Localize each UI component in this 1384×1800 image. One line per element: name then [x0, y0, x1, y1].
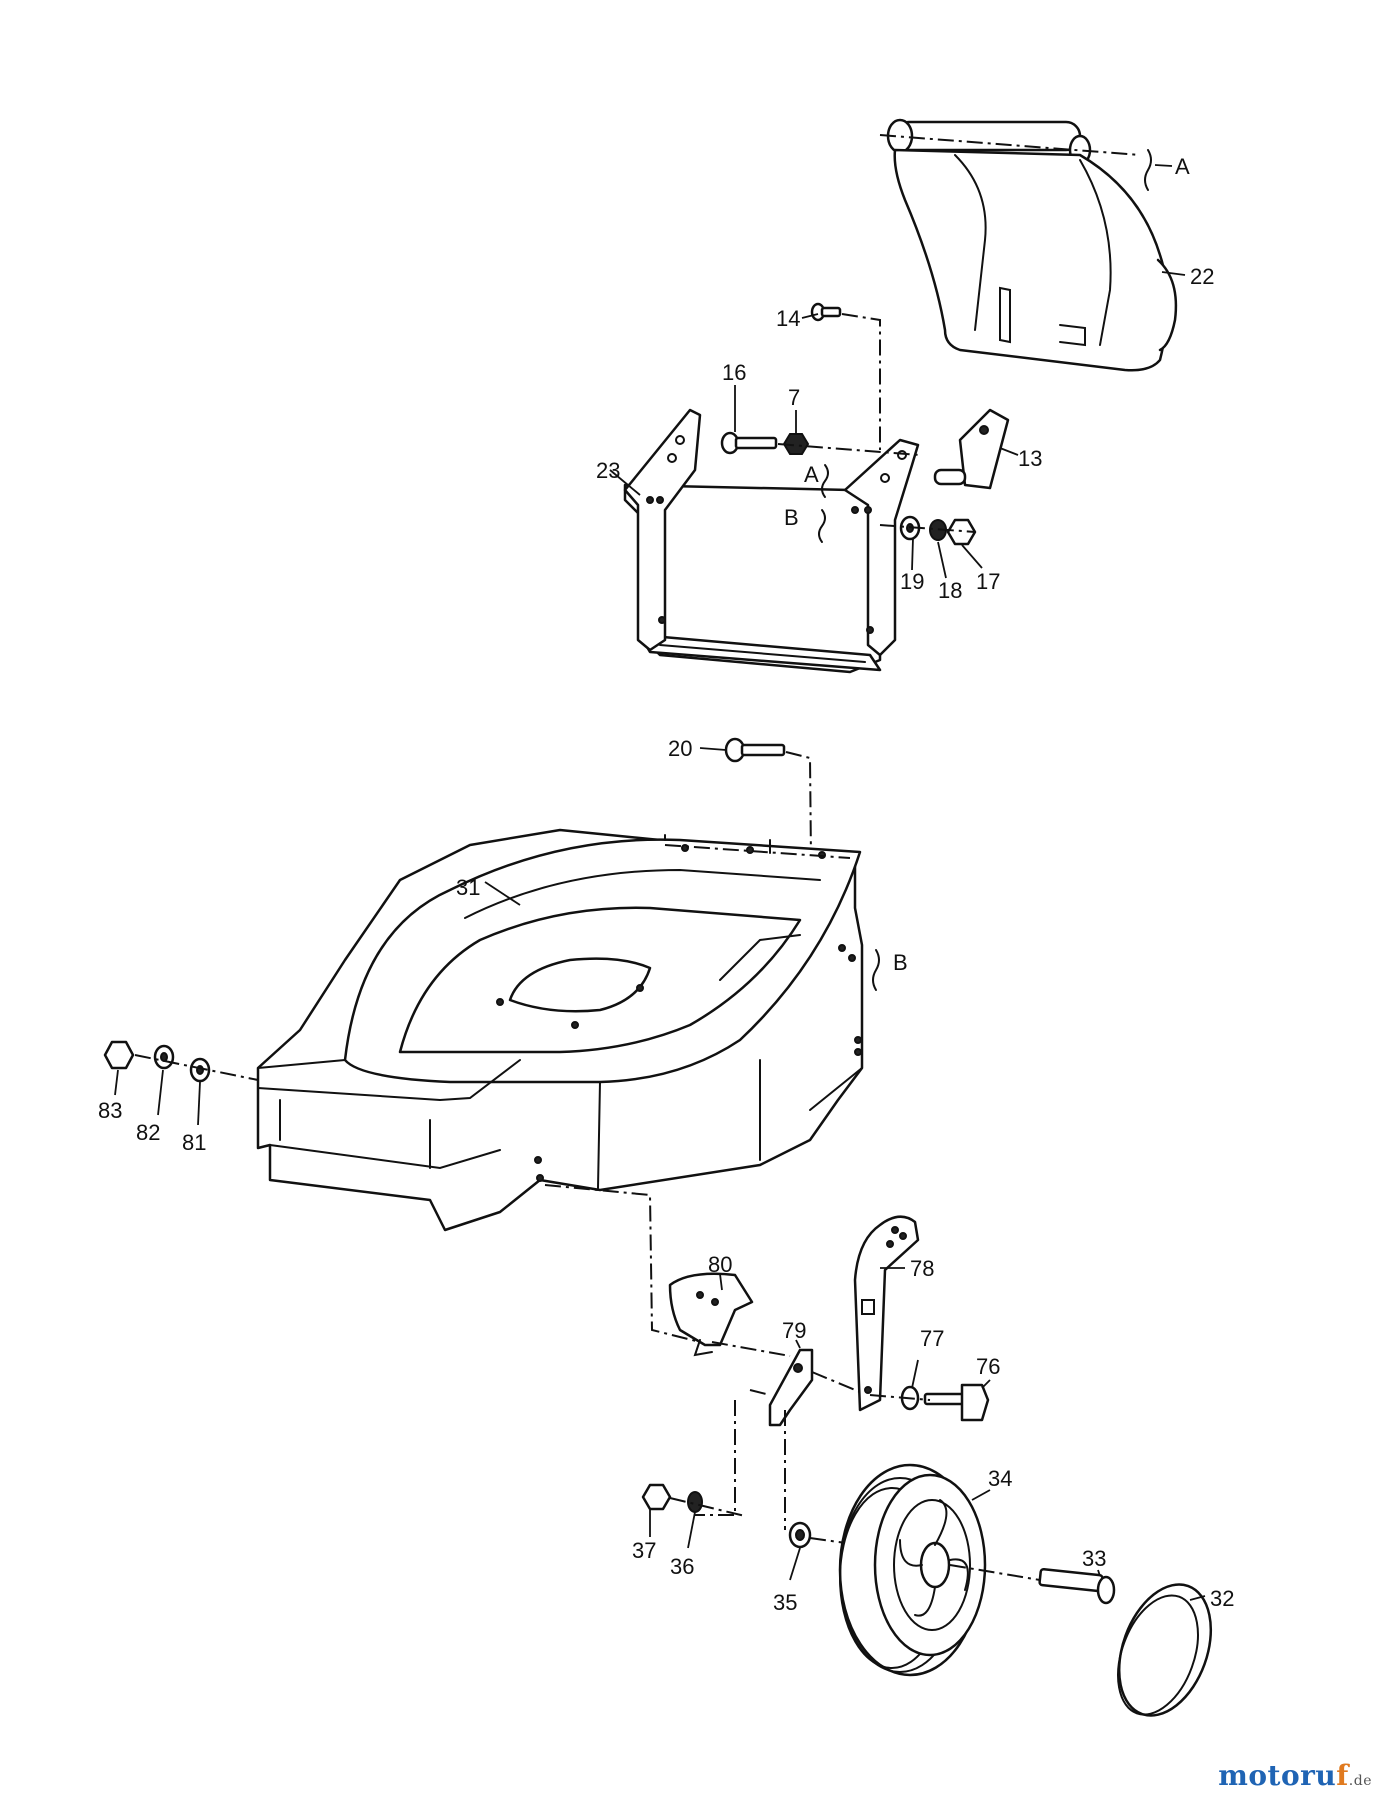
motoruf-watermark: motoruf.de: [1218, 1759, 1372, 1792]
label-81: 81: [182, 1130, 206, 1155]
wheel-34: [838, 1463, 987, 1677]
bolt-20: [724, 737, 786, 763]
label-16: 16: [722, 360, 746, 385]
label-7: 7: [788, 385, 800, 410]
label-23: 23: [596, 458, 620, 483]
label-34: 34: [988, 1466, 1012, 1491]
label-a-mid: A: [804, 462, 819, 487]
label-36: 36: [670, 1554, 694, 1579]
label-31: 31: [456, 875, 480, 900]
screw-14: [810, 302, 842, 322]
washer-36: [687, 1491, 703, 1513]
watermark-tld: .de: [1348, 1773, 1372, 1789]
label-b-mid: B: [784, 505, 799, 530]
label-18: 18: [938, 578, 962, 603]
axle-plate-79: [768, 1348, 814, 1427]
grass-catcher-bag: [879, 118, 1178, 372]
label-17: 17: [976, 569, 1000, 594]
left-handle-bracket: [623, 408, 702, 652]
pivot-pin-13: [933, 408, 1010, 490]
height-adjust-lever-78: [853, 1215, 920, 1412]
label-b-deck: B: [893, 950, 908, 975]
washer-82: [153, 1044, 175, 1070]
label-83: 83: [98, 1098, 122, 1123]
label-35: 35: [773, 1590, 797, 1615]
label-80: 80: [708, 1252, 732, 1277]
label-79: 79: [782, 1318, 806, 1343]
right-handle-bracket: [843, 438, 920, 657]
label-20: 20: [668, 736, 692, 761]
nut-37: [641, 1483, 672, 1511]
washer-35: [788, 1521, 812, 1549]
label-22: 22: [1190, 264, 1214, 289]
label-82: 82: [136, 1120, 160, 1145]
label-a-top: A: [1175, 154, 1190, 179]
axle-bolt-33: [1038, 1567, 1116, 1605]
screw-76: [923, 1383, 990, 1422]
bolt-16: [720, 431, 778, 455]
watermark-accent: f: [1336, 1759, 1349, 1792]
label-19: 19: [900, 569, 924, 594]
watermark-main: motoru: [1218, 1759, 1337, 1792]
label-76: 76: [976, 1354, 1000, 1379]
label-13: 13: [1018, 446, 1042, 471]
nut-83: [103, 1040, 135, 1070]
label-14: 14: [776, 306, 800, 331]
height-adjust-bracket-80: [668, 1272, 754, 1357]
label-37: 37: [632, 1538, 656, 1563]
label-77: 77: [920, 1326, 944, 1351]
label-78: 78: [910, 1256, 934, 1281]
washer-81: [189, 1057, 211, 1083]
label-32: 32: [1210, 1586, 1234, 1611]
hub-cap-32: [1117, 1583, 1213, 1717]
label-33: 33: [1082, 1546, 1106, 1571]
mower-deck: [256, 828, 864, 1232]
